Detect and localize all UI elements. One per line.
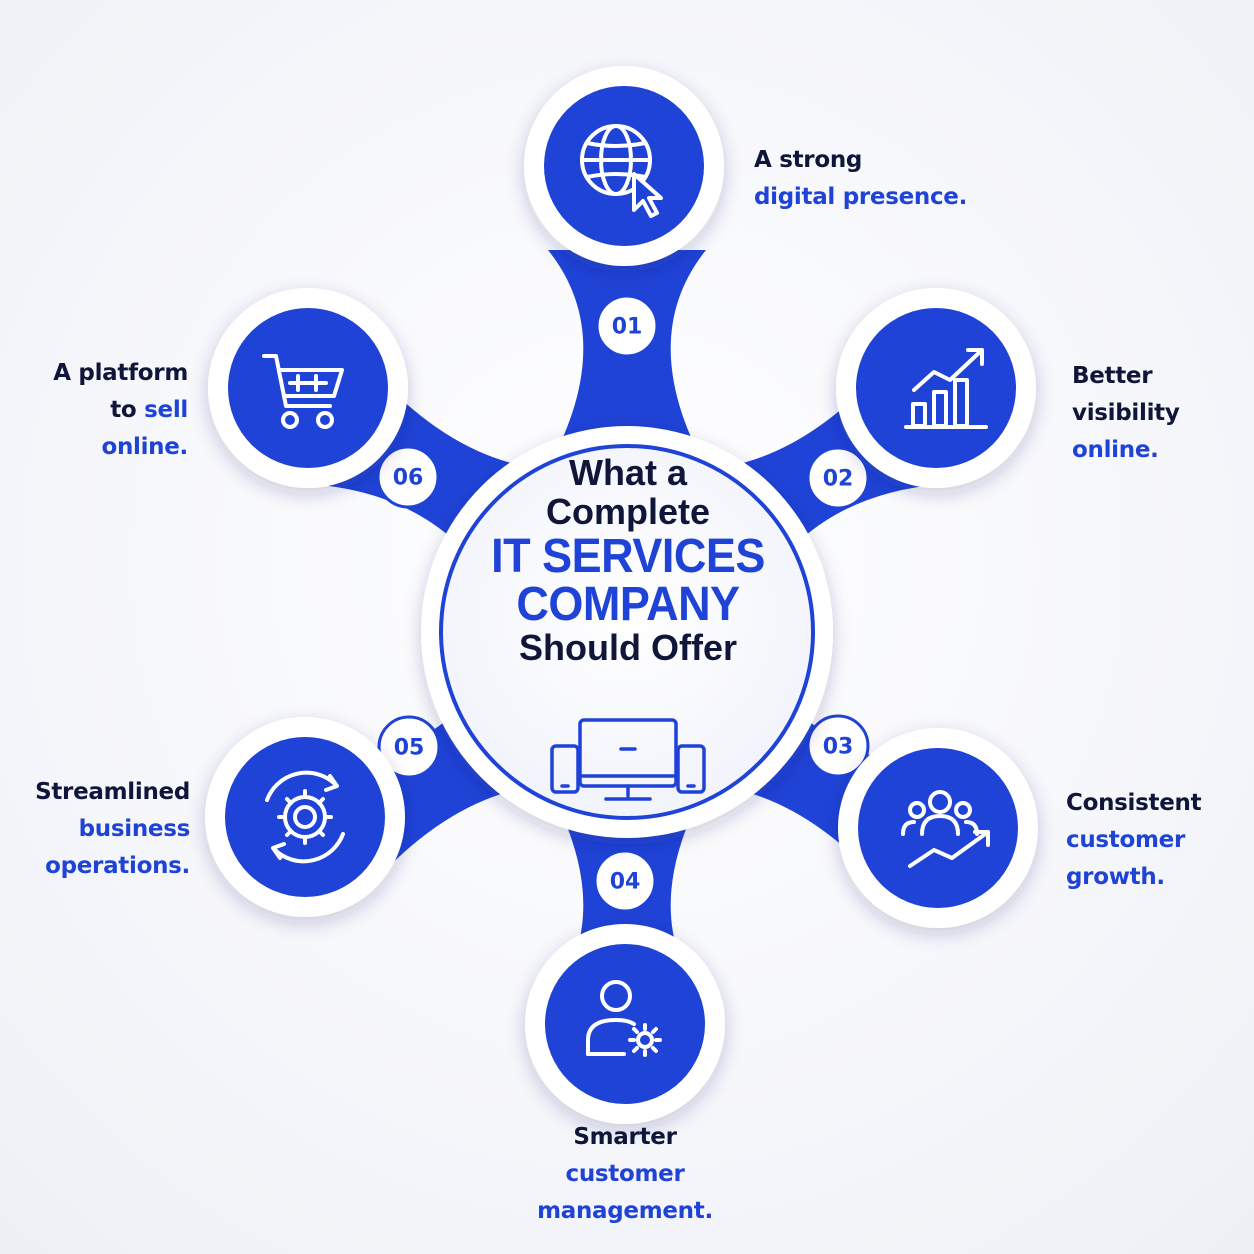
- title-line-4: COMPANY: [516, 576, 740, 632]
- label-02-line2: visibility: [1072, 400, 1180, 426]
- node-06: [208, 288, 408, 488]
- badge-01: 01: [595, 294, 659, 358]
- badge-03: 03: [806, 714, 870, 778]
- title-line-2: Complete: [545, 490, 711, 532]
- badge-number: 03: [823, 735, 854, 760]
- label-04-blue-1: customer: [565, 1161, 685, 1187]
- label-06: A platform to sell online.: [10, 355, 188, 466]
- shopping-cart-icon: [262, 354, 344, 429]
- center-hub: [421, 426, 833, 838]
- center-title-block: What a Complete IT SERVICES COMPANY Shou…: [428, 432, 828, 832]
- node-01: [524, 66, 724, 266]
- label-02: Better visibility online.: [1072, 358, 1180, 469]
- badge-05: 05: [377, 715, 441, 779]
- label-04-blue-2: management.: [537, 1198, 713, 1224]
- label-03-blue-2: growth.: [1066, 864, 1165, 890]
- label-06-dark-2: to: [110, 397, 137, 423]
- label-06-line-2: to sell: [10, 392, 188, 429]
- badge-number: 01: [612, 315, 643, 340]
- label-04-dark: Smarter: [573, 1124, 677, 1150]
- badge-number: 02: [823, 467, 854, 492]
- badge-number: 04: [610, 870, 641, 895]
- badge-number: 06: [393, 466, 424, 491]
- label-03-dark: Consistent: [1066, 790, 1202, 816]
- label-02-dark: Better: [1072, 363, 1153, 389]
- node-04: [525, 924, 725, 1124]
- globe-cursor-icon: [580, 124, 663, 218]
- badge-06: 06: [376, 445, 440, 509]
- label-05-blue-1: business: [78, 816, 191, 842]
- node-05: [205, 717, 405, 917]
- devices-icon: [550, 718, 706, 801]
- label-05-dark: Streamlined: [35, 779, 190, 805]
- label-04: Smarter customer management.: [500, 1119, 750, 1230]
- node-02: [836, 288, 1036, 488]
- badge-number: 05: [394, 736, 425, 761]
- title-line-1: What a: [568, 452, 687, 493]
- label-03: Consistent customer growth.: [1066, 785, 1202, 896]
- label-03-blue-1: customer: [1066, 827, 1186, 853]
- badge-04: 04: [593, 849, 657, 913]
- label-06-dark-1: A platform: [53, 360, 188, 386]
- label-02-blue: online.: [1072, 437, 1159, 463]
- label-05-blue-2: operations.: [45, 853, 190, 879]
- user-settings-icon: [586, 980, 662, 1057]
- title-line-5: Should Offer: [519, 626, 737, 668]
- label-06-blue-3: online.: [101, 434, 188, 460]
- label-06-blue-2: sell: [144, 397, 188, 423]
- bar-chart-growth-icon: [904, 348, 988, 429]
- node-03: [838, 728, 1038, 928]
- badge-02: 02: [806, 446, 870, 510]
- label-05: Streamlined business operations.: [10, 774, 190, 885]
- label-01: A strong digital presence.: [754, 142, 967, 216]
- gear-cycle-icon: [265, 770, 345, 864]
- label-01-dark: A strong: [754, 147, 863, 173]
- title-line-3: IT SERVICES: [491, 527, 765, 583]
- customer-growth-icon: [901, 790, 990, 868]
- label-01-blue: digital presence.: [754, 184, 968, 210]
